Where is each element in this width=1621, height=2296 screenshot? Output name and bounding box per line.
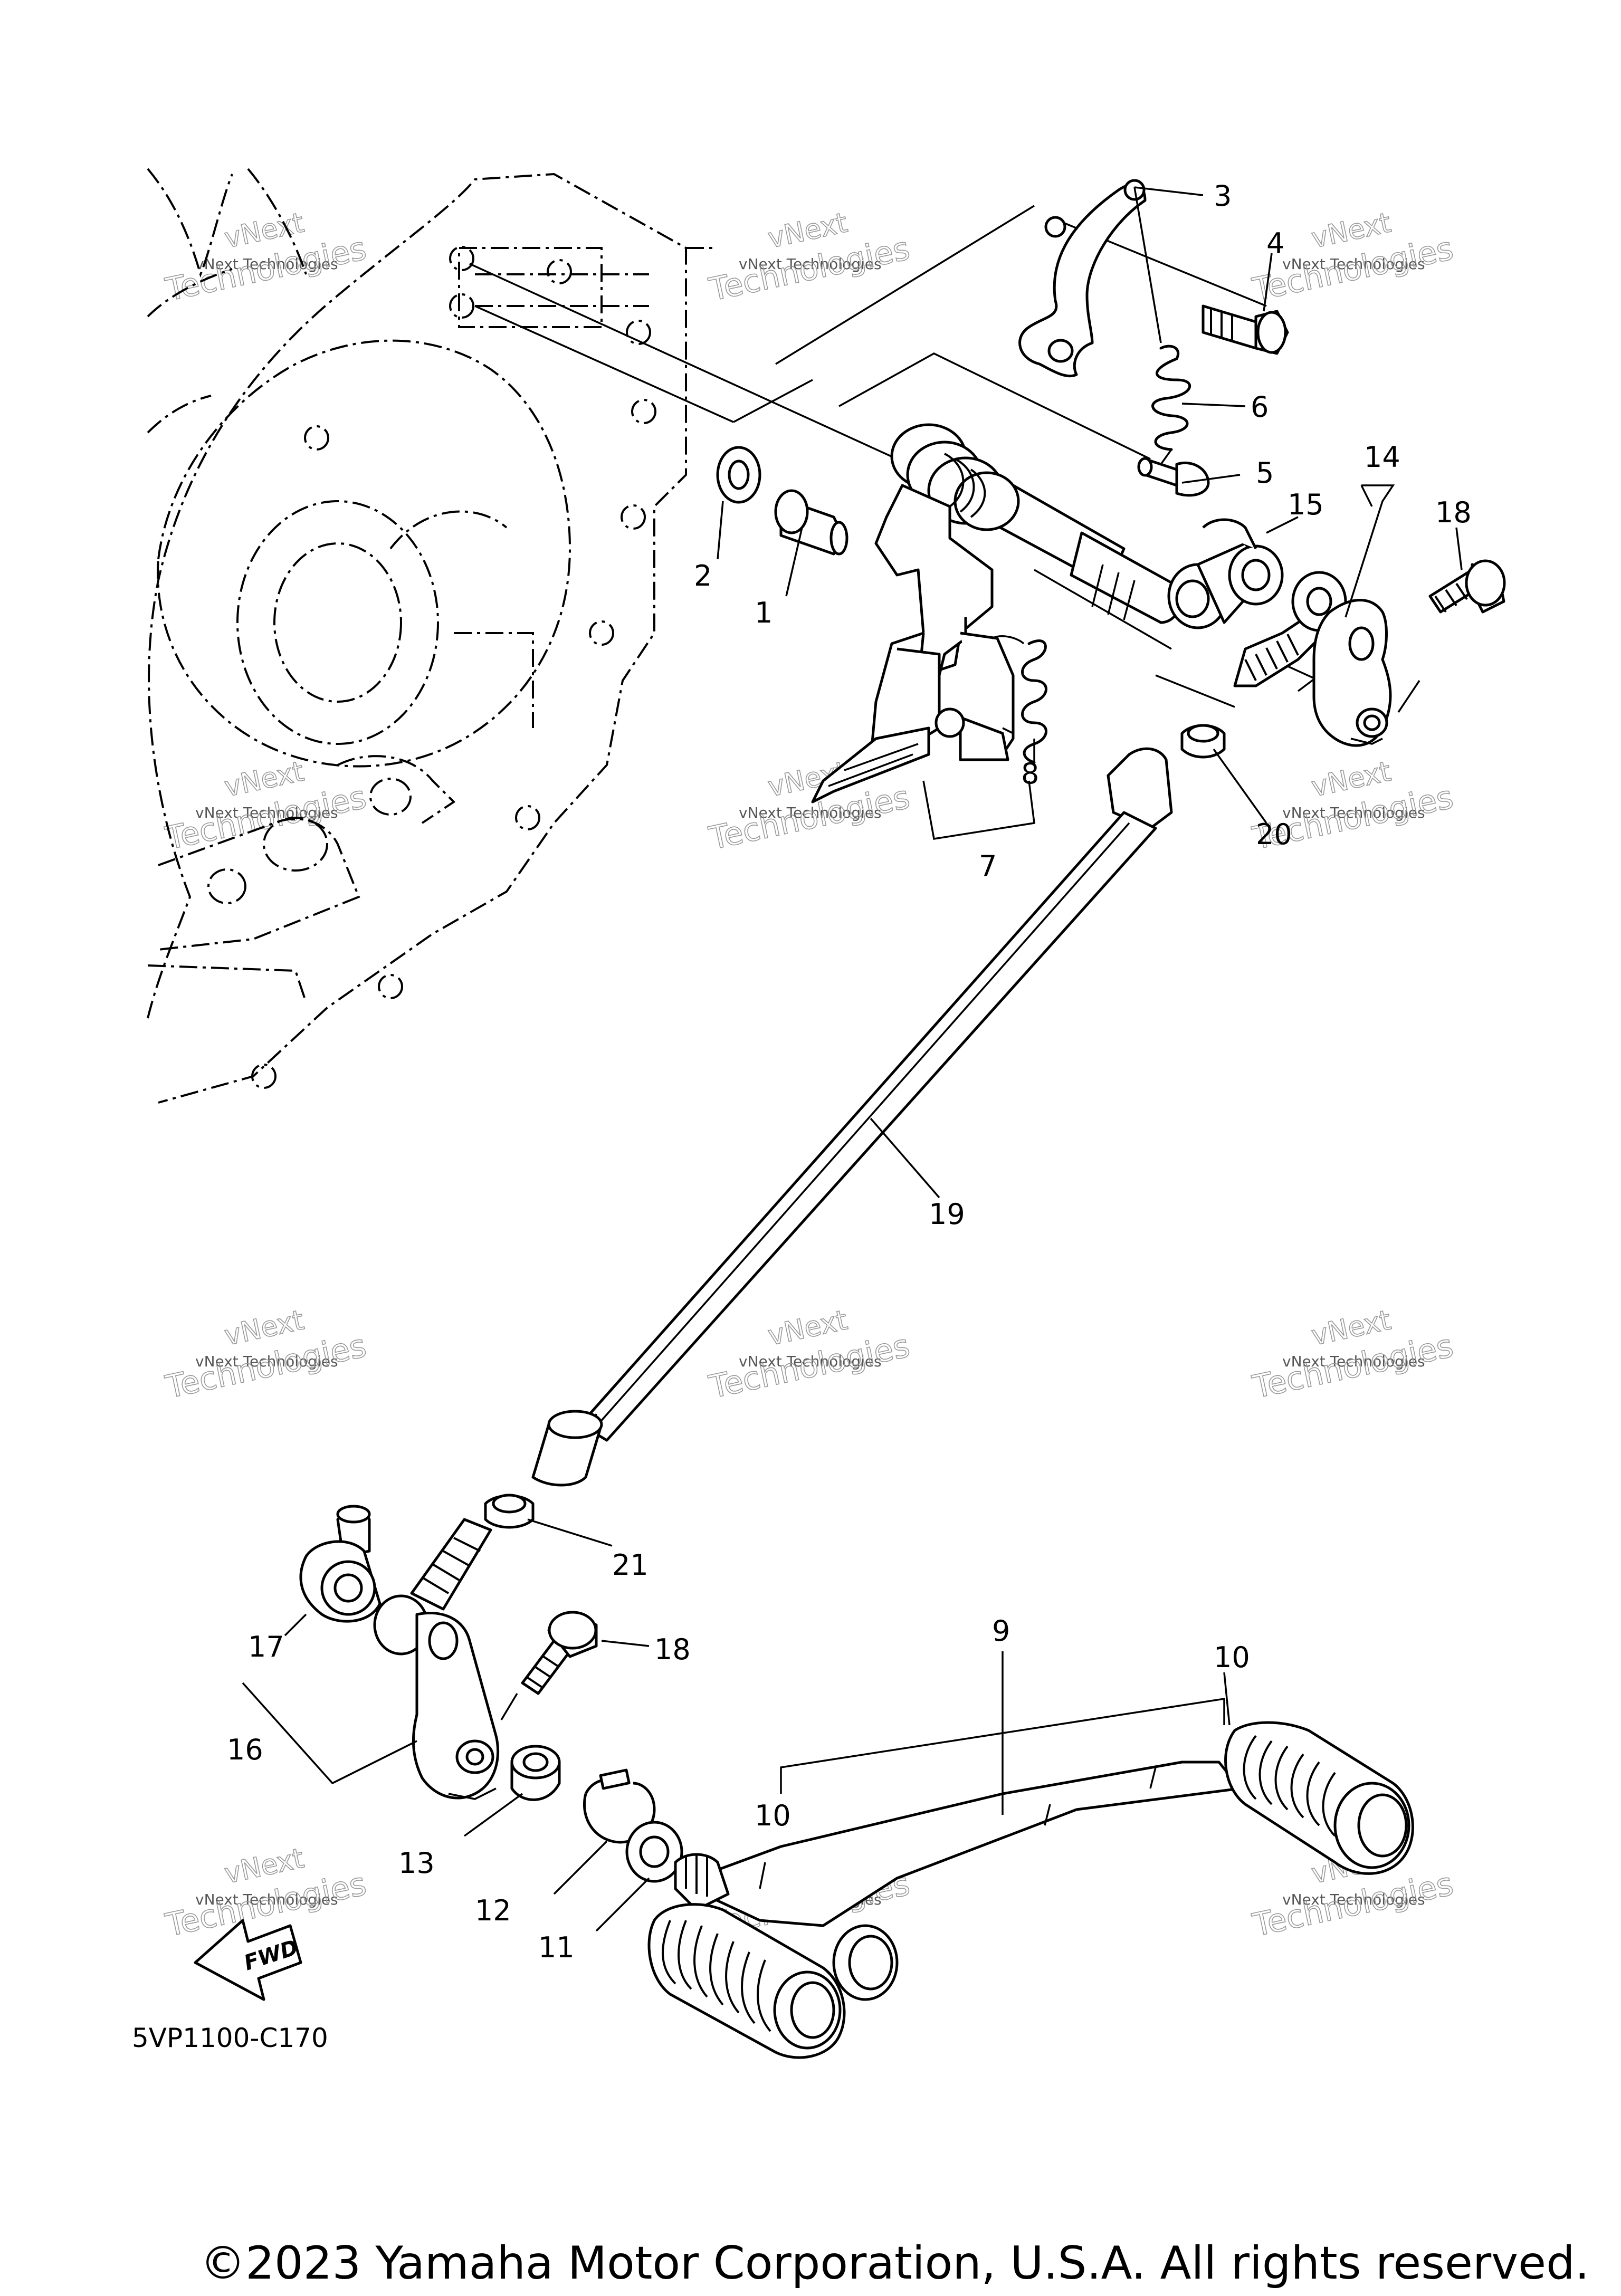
ball-joint-part-15: [1167, 518, 1284, 629]
pin-part-5: [1137, 457, 1210, 497]
callout-8: 8: [1021, 757, 1039, 790]
callout-labels: 1 2 3 4 5 6 7 8 9 10 10 11 12 13 14 15 1…: [227, 179, 1472, 1964]
watermark-low-left: vNext Technologies vNext Technologies: [162, 1304, 370, 1407]
rubber-peg-part-10-right: [1224, 1721, 1414, 1875]
shift-shaft-part-7: [811, 423, 1183, 803]
watermark-low-center: vNext Technologies vNext Technologies: [705, 1304, 913, 1407]
watermark-low-right: vNext Technologies vNext Technologies: [1249, 1304, 1457, 1407]
watermark-text: vNext Technologies: [195, 255, 338, 273]
callout-5: 5: [1256, 456, 1274, 490]
watermark-text: vNext Technologies: [195, 1353, 338, 1370]
callout-15: 15: [1288, 488, 1324, 521]
diagram-code: 5VP1100-C170: [132, 2023, 328, 2053]
callout-12: 12: [475, 1894, 511, 1927]
callout-6: 6: [1251, 390, 1269, 424]
bolt-part-18-upper: [1397, 559, 1506, 713]
callout-3: 3: [1214, 179, 1232, 213]
watermark-text: vNext Technologies: [739, 1353, 882, 1370]
callout-1: 1: [755, 596, 773, 629]
callout-leaders: [242, 186, 1463, 1932]
watermark-text: vNext Technologies: [1282, 804, 1425, 821]
callout-11: 11: [538, 1931, 575, 1964]
watermark-text: vNext Technologies: [739, 255, 882, 273]
callout-19: 19: [929, 1198, 965, 1231]
spring-part-6: [1151, 345, 1191, 465]
callout-9: 9: [992, 1614, 1010, 1648]
washer-part-11: [625, 1821, 683, 1883]
callout-13: 13: [398, 1847, 435, 1880]
stopper-pin-part-1: [774, 489, 848, 556]
shift-arm-upper-part-14: [1167, 518, 1392, 747]
callout-18-upper: 18: [1435, 496, 1472, 529]
callout-2: 2: [694, 559, 712, 592]
nut-part-21: [484, 1494, 535, 1529]
copyright-notice: ©2023 Yamaha Motor Corporation, U.S.A. A…: [200, 2237, 1589, 2290]
watermark-text: vNext Technologies: [195, 1891, 338, 1908]
callout-4: 4: [1266, 227, 1284, 260]
nut-part-20: [1180, 724, 1226, 759]
watermark-top-left: vNext Technologies vNext Technologies: [162, 207, 370, 309]
watermark-text: vNext Technologies: [1282, 1353, 1425, 1370]
watermark-text: vNext Technologies: [195, 804, 338, 821]
fwd-arrow-icon: FWD: [194, 1919, 302, 2001]
shift-rod-part-19: [531, 747, 1173, 1487]
callout-20: 20: [1256, 818, 1292, 851]
shift-arm-lower-part-16: [299, 1505, 500, 1800]
crankcase-outline: [147, 168, 718, 1104]
watermark-text: vNext Technologies: [1282, 255, 1425, 273]
callout-18-lower: 18: [654, 1633, 691, 1666]
callout-16: 16: [227, 1733, 263, 1766]
watermark-mid-left: vNext Technologies vNext Technologies: [162, 755, 370, 858]
callout-7: 7: [979, 849, 997, 883]
callout-17: 17: [248, 1630, 284, 1663]
watermark-text: vNext Technologies: [1282, 1891, 1425, 1908]
callout-14: 14: [1364, 441, 1400, 474]
bolt-part-18-lower: [500, 1611, 598, 1720]
shift-shaft-assembly: [716, 179, 1289, 803]
bolt-part-4: [1202, 304, 1289, 355]
stopper-lever-part-3: [1018, 179, 1147, 378]
watermark-bottom-left: vNext Technologies vNext Technologies: [162, 1842, 370, 1945]
callout-10-right: 10: [1214, 1641, 1250, 1674]
shift-pedal-part-9: [647, 1721, 1414, 2059]
collar-part-13: [510, 1745, 561, 1801]
watermark-top-center: vNext Technologies vNext Technologies: [705, 207, 913, 309]
watermark-text: vNext Technologies: [739, 804, 882, 821]
ball-joint-part-17: [299, 1505, 382, 1623]
callout-10-left: 10: [755, 1799, 791, 1832]
rubber-peg-part-10-left: [647, 1903, 899, 2059]
callout-21: 21: [612, 1548, 649, 1582]
